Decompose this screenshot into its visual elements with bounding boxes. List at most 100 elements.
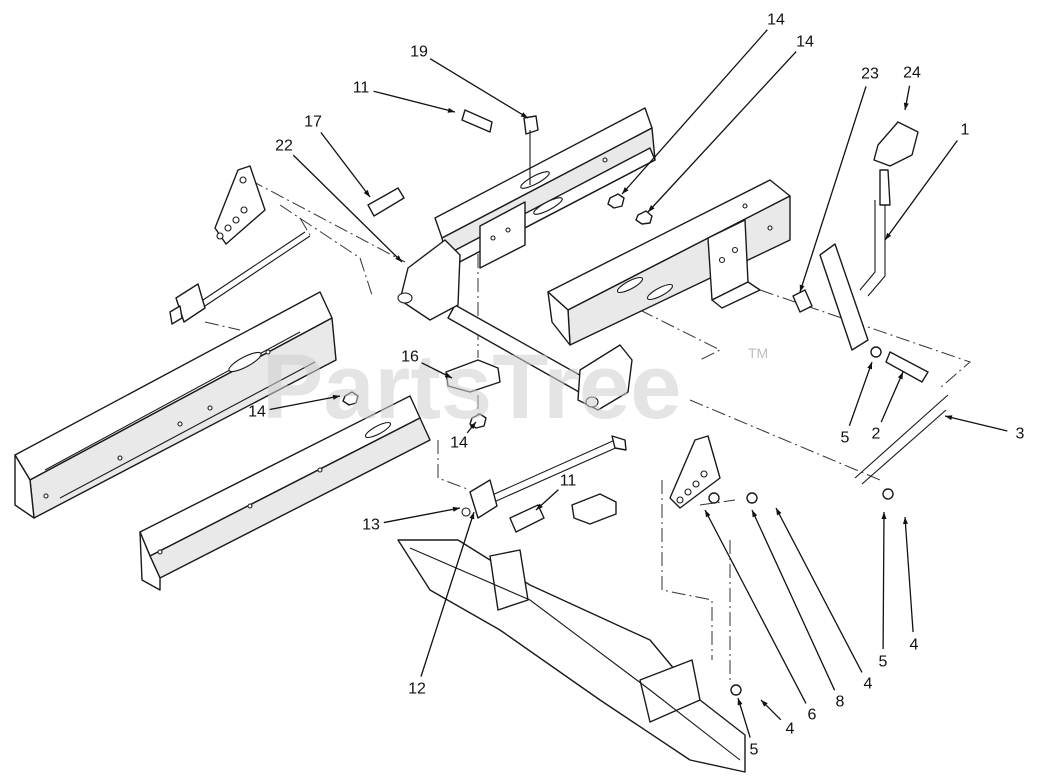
lift-link-lower: [461, 435, 627, 533]
callout-c14a: 14: [621, 12, 785, 195]
callout-arrowhead: [737, 698, 743, 706]
callout-number: 24: [903, 65, 921, 82]
callout-c12: 12: [408, 511, 475, 698]
cross-shaft-22: [397, 239, 633, 411]
callout-leader: [269, 395, 341, 411]
callout-c2: 2: [872, 371, 904, 443]
callout-number: 14: [796, 34, 814, 51]
callout-arrowhead: [363, 189, 370, 197]
frame-rail-right-upper: [547, 179, 791, 346]
callout-number: 13: [362, 517, 380, 534]
callout-leader: [884, 140, 958, 241]
frame-rail-left-lower: [139, 395, 431, 591]
callout-leader: [848, 361, 873, 426]
callout-number: 12: [408, 681, 426, 698]
lift-link-left: [169, 165, 311, 325]
callout-c22: 22: [275, 138, 403, 263]
callout-arrowhead: [902, 517, 908, 525]
watermark-text: PartsTree: [262, 336, 681, 438]
callout-leader: [420, 511, 475, 677]
callout-c11a: 11: [353, 80, 456, 113]
callout-arrowhead: [945, 415, 953, 421]
callout-c24: 24: [903, 65, 921, 111]
callout-number: 11: [353, 80, 370, 97]
callout-arrowhead: [752, 510, 758, 518]
callout-c23: 23: [799, 66, 879, 293]
callout-number: 14: [248, 404, 266, 421]
callout-c1: 1: [884, 122, 970, 241]
callout-c8: 8: [751, 509, 845, 711]
callout-leader: [647, 51, 797, 213]
callout-leader: [944, 415, 1008, 432]
callout-leader: [704, 509, 807, 704]
callout-number: 5: [879, 654, 888, 671]
callout-arrowhead: [897, 372, 903, 380]
callout-arrowhead: [885, 232, 892, 240]
callout-number: 17: [304, 114, 322, 131]
callout-leader: [320, 131, 371, 198]
hardware: [342, 109, 929, 525]
callout-c5b: 5: [879, 511, 888, 671]
callout-arrowhead: [622, 187, 629, 194]
callout-arrowhead: [648, 205, 655, 212]
callout-arrowhead: [903, 102, 909, 110]
callout-leader: [292, 154, 403, 263]
callout-c13: 13: [362, 506, 461, 534]
callout-leader: [751, 509, 836, 691]
callout-number: 2: [872, 426, 881, 443]
callout-c6: 6: [704, 509, 817, 724]
callout-number: 19: [410, 44, 428, 61]
callout-arrowhead: [799, 284, 805, 292]
callout-leader: [775, 507, 863, 673]
callout-c5c: 5: [737, 697, 759, 759]
callout-c14d: 14: [450, 421, 477, 452]
callout-arrowhead: [536, 503, 543, 510]
callout-arrowhead: [867, 362, 873, 370]
callout-number: 11: [560, 473, 577, 490]
callout-arrowhead: [395, 255, 402, 262]
callout-number: 22: [275, 138, 293, 155]
callout-number: 4: [864, 676, 873, 693]
callout-c17: 17: [304, 114, 371, 198]
callout-arrowhead: [469, 422, 476, 430]
callout-number: 3: [1016, 426, 1025, 443]
callout-leader: [799, 86, 867, 293]
callout-number: 23: [861, 66, 879, 83]
deck-hanger: [397, 539, 746, 773]
callout-leader: [904, 516, 914, 633]
callout-number: 8: [836, 694, 845, 711]
callout-leader: [383, 507, 461, 524]
callout-number: 16: [401, 349, 419, 366]
callout-arrowhead: [520, 112, 528, 118]
callout-arrowhead: [469, 512, 475, 520]
link-plate-right: [669, 435, 894, 696]
callout-c14b: 14: [647, 34, 814, 213]
callout-number: 5: [750, 742, 759, 759]
frame-rail-center-upper: [434, 107, 656, 269]
callout-leader: [621, 29, 768, 195]
phantom-lines: [204, 179, 971, 680]
callout-arrowhead: [881, 512, 887, 520]
callout-number: 4: [910, 637, 919, 654]
callout-arrowhead: [332, 394, 340, 400]
callout-c4c: 4: [760, 699, 795, 738]
watermark-trademark: TM: [748, 345, 768, 361]
callout-number: 6: [808, 707, 817, 724]
callout-leader: [882, 511, 885, 650]
callout-number: 14: [767, 12, 785, 29]
callout-c14c: 14: [248, 394, 341, 421]
callout-arrowhead: [452, 506, 460, 512]
callout-c11b: 11: [535, 473, 577, 511]
callout-c16: 16: [401, 349, 453, 379]
callout-number: 4: [786, 721, 795, 738]
callout-c19: 19: [410, 44, 529, 119]
callout-c4a: 4: [775, 507, 873, 693]
callout-arrowhead: [776, 508, 782, 516]
frame-rail-left-upper: [14, 291, 337, 519]
callout-c4b: 4: [902, 516, 919, 654]
callout-number: 5: [841, 430, 850, 447]
callout-arrowhead: [444, 372, 452, 378]
callout-c5a: 5: [841, 361, 873, 447]
watermark: PartsTree TM: [262, 336, 768, 438]
